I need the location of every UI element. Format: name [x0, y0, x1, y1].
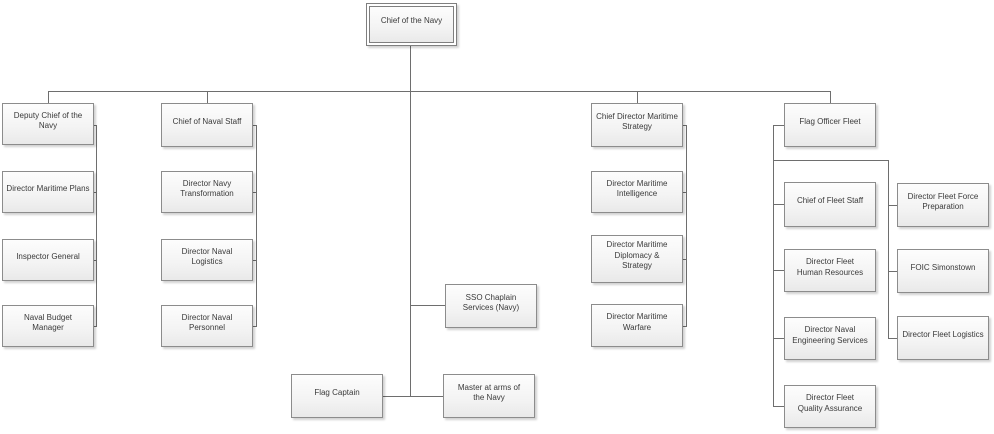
connector-line: [252, 125, 257, 126]
connector-line: [682, 259, 687, 260]
org-node-chief-of-the-navy: Chief of the Navy: [366, 3, 457, 46]
org-node-label: Chief of Naval Staff: [172, 116, 242, 126]
connector-line: [682, 125, 687, 126]
org-node-director-navy-transformation: Director Navy Transformation: [161, 171, 253, 213]
org-node-label: Flag Captain: [314, 387, 360, 397]
connector-line: [682, 326, 687, 327]
org-node-label: Director Fleet Logistics: [902, 329, 984, 339]
org-node-director-maritime-warfare: Director Maritime Warfare: [591, 304, 683, 347]
org-node-label: Chief of Fleet Staff: [796, 196, 864, 206]
connector-line: [256, 125, 257, 327]
connector-line: [773, 406, 785, 407]
connector-line: [637, 91, 638, 104]
org-node-label: Master at arms of the Navy: [457, 382, 521, 402]
org-node-director-maritime-diplomacy-strategy: Director Maritime Diplomacy & Strategy: [591, 235, 683, 283]
connector-line: [773, 125, 785, 126]
connector-line: [773, 204, 785, 205]
org-node-director-maritime-intelligence: Director Maritime Intelligence: [591, 171, 683, 213]
org-node-flag-officer-fleet: Flag Officer Fleet: [784, 103, 876, 147]
connector-line: [773, 270, 785, 271]
org-node-label: FOIC Simonstown: [910, 262, 976, 272]
org-node-naval-budget-manager: Naval Budget Manager: [2, 305, 94, 347]
connector-line: [96, 125, 97, 327]
connector-line: [888, 205, 898, 206]
org-node-chief-of-fleet-staff: Chief of Fleet Staff: [784, 182, 876, 227]
org-node-flag-captain: Flag Captain: [291, 374, 383, 418]
org-node-sso-chaplain-services-navy: SSO Chaplain Services (Navy): [445, 284, 537, 328]
connector-line: [93, 260, 97, 261]
connector-line: [383, 396, 444, 397]
org-node-label: Chief Director Maritime Strategy: [596, 111, 678, 131]
org-node-label: Director Maritime Intelligence: [606, 178, 668, 198]
org-node-label: Director Fleet Quality Assurance: [797, 393, 863, 413]
org-node-label: Director Naval Logistics: [181, 246, 233, 266]
org-node-label: Deputy Chief of the Navy: [13, 110, 83, 130]
connector-line: [773, 125, 774, 407]
connector-line: [48, 91, 49, 104]
connector-line: [207, 91, 208, 104]
org-node-label: Director Naval Personnel: [181, 312, 233, 332]
org-node-label: Director Maritime Diplomacy & Strategy: [606, 240, 668, 271]
org-node-label: Director Maritime Warfare: [606, 312, 668, 332]
org-node-director-maritime-plans: Director Maritime Plans: [2, 171, 94, 213]
org-node-master-at-arms-of-the-navy: Master at arms of the Navy: [443, 374, 535, 418]
connector-line: [93, 125, 97, 126]
connector-line: [830, 91, 831, 104]
org-node-label: Naval Budget Manager: [23, 312, 73, 332]
org-node-label: Director Maritime Plans: [6, 183, 90, 193]
org-node-director-naval-engineering-services: Director Naval Engineering Services: [784, 317, 876, 360]
connector-line: [252, 192, 257, 193]
org-node-label: Chief of the Navy: [369, 6, 454, 43]
connector-line: [93, 326, 97, 327]
org-node-label: SSO Chaplain Services (Navy): [462, 292, 520, 312]
connector-line: [888, 271, 898, 272]
org-node-inspector-general: Inspector General: [2, 239, 94, 281]
connector-line: [888, 160, 889, 339]
connector-line: [773, 160, 889, 161]
org-node-director-fleet-quality-assurance: Director Fleet Quality Assurance: [784, 385, 876, 428]
org-node-chief-of-naval-staff: Chief of Naval Staff: [161, 103, 253, 147]
connector-line: [48, 91, 831, 92]
connector-line: [410, 305, 446, 306]
org-node-label: Director Fleet Force Preparation: [907, 191, 979, 211]
connector-line: [888, 338, 898, 339]
org-node-director-naval-logistics: Director Naval Logistics: [161, 239, 253, 281]
org-node-director-fleet-human-resources: Director Fleet Human Resources: [784, 249, 876, 292]
org-node-label: Flag Officer Fleet: [799, 116, 861, 126]
org-node-director-naval-personnel: Director Naval Personnel: [161, 305, 253, 347]
org-node-label: Director Fleet Human Resources: [796, 257, 864, 277]
connector-line: [686, 125, 687, 327]
org-node-director-fleet-force-preparation: Director Fleet Force Preparation: [897, 183, 989, 227]
connector-line: [410, 46, 411, 397]
org-node-label: Director Naval Engineering Services: [792, 325, 868, 345]
connector-line: [93, 192, 97, 193]
org-node-foic-simonstown: FOIC Simonstown: [897, 249, 989, 293]
connector-line: [773, 338, 785, 339]
org-node-director-fleet-logistics: Director Fleet Logistics: [897, 316, 989, 360]
connector-line: [252, 260, 257, 261]
connector-line: [252, 326, 257, 327]
connector-line: [682, 192, 687, 193]
org-node-label: Inspector General: [16, 251, 80, 261]
org-node-deputy-chief-of-the-navy: Deputy Chief of the Navy: [2, 103, 94, 145]
org-node-label: Director Navy Transformation: [180, 178, 234, 198]
org-node-chief-director-maritime-strategy: Chief Director Maritime Strategy: [591, 103, 683, 147]
